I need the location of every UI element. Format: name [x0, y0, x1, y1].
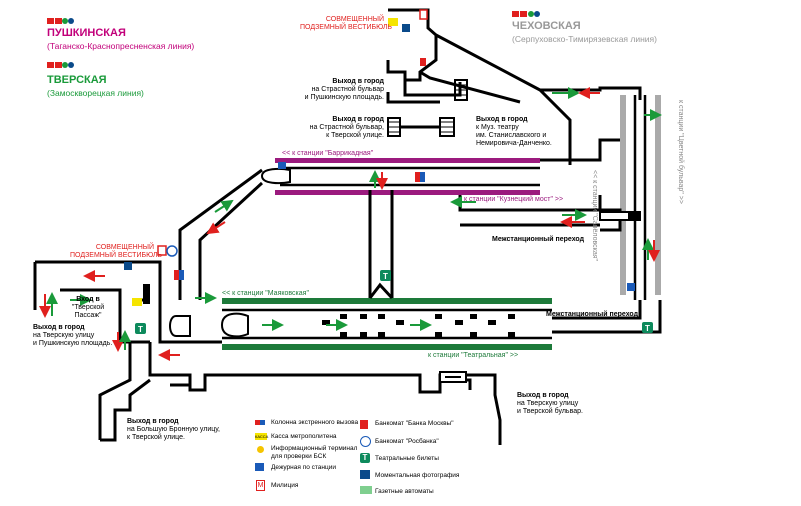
atm-bank-moscow-icon-top [420, 58, 426, 66]
svg-text:Т: Т [383, 272, 388, 281]
tverskaya-platform [220, 298, 552, 350]
photo-booth-icon [360, 470, 370, 479]
transfer-right [552, 300, 662, 334]
theater-tickets-icon-right [642, 322, 653, 333]
photo-booth-icon-left [124, 262, 132, 270]
left-vestibule [33, 260, 222, 344]
ticket-office-icon-top [388, 18, 398, 26]
svg-text:Т: Т [645, 324, 650, 333]
atm-bank-moscow-icon [360, 420, 368, 429]
ticket-office-icon-left [132, 298, 142, 306]
station-line-pushkinskaya: (Таганско-Краснопресненская линия) [47, 41, 195, 51]
theater-tickets-icon-left [135, 323, 146, 334]
chekhovskaya-service-icons [512, 11, 540, 17]
pushkinskaya-service-icons [47, 18, 74, 24]
photo-booth-icon-top [402, 24, 410, 32]
theater-tickets-icon-center [380, 270, 391, 281]
police-icon: M [256, 480, 265, 491]
direction-savelovskaya: << к станции "Савёловская" [591, 170, 598, 261]
direction-teatralnaya: к станции "Театральная" >> [428, 352, 519, 359]
station-line-tverskaya: (Замоскворецкая линия) [47, 88, 144, 98]
diagonal-passage [178, 168, 264, 300]
direction-barrikadnaya: << к станции "Баррикадная" [282, 150, 374, 157]
legend: Колонна экстренного вызова КАССА Касса м… [255, 419, 460, 495]
transfer-label-2: Межстанционный переход [546, 311, 639, 318]
newspaper-machine-icon [360, 486, 372, 494]
direction-tsvetnoy: к станции "Цветной бульвар" >> [677, 100, 684, 204]
transfer-label-1: Межстанционный переход [492, 236, 585, 243]
emergency-call-icon [255, 420, 265, 425]
station-name-tverskaya: ТВЕРСКАЯ [47, 74, 107, 86]
ticket-office-icon: КАССА [255, 433, 269, 440]
atm-rosbank-icon [360, 436, 371, 447]
direction-mayakovskaya: << к станции "Маяковская" [222, 290, 309, 297]
lower-passages [98, 342, 502, 445]
theater-tickets-icon: Т [360, 453, 370, 463]
central-connector [368, 190, 394, 300]
station-name-chekhovskaya: ЧЕХОВСКАЯ [512, 20, 581, 32]
info-terminal-icon [257, 446, 264, 453]
chekhovskaya-platform [620, 95, 661, 300]
top-vestibule [386, 8, 572, 165]
police-icon-top [419, 9, 428, 20]
tverskaya-service-icons [47, 62, 74, 68]
direction-kuznetsky: к станции "Кузнецкий мост" >> [464, 196, 564, 203]
atm-rosbank-icon-left [166, 245, 178, 257]
duty-officer-icon-1 [278, 162, 286, 169]
pushkinskaya-platform [260, 158, 540, 195]
station-name-pushkinskaya: ПУШКИНСКАЯ [47, 27, 126, 39]
police-icon-left [157, 245, 167, 256]
duty-officer-icon [255, 463, 264, 471]
station-line-chekhovskaya: (Серпуховско-Тимирязевская линия) [512, 34, 657, 44]
svg-text:Т: Т [138, 325, 143, 334]
